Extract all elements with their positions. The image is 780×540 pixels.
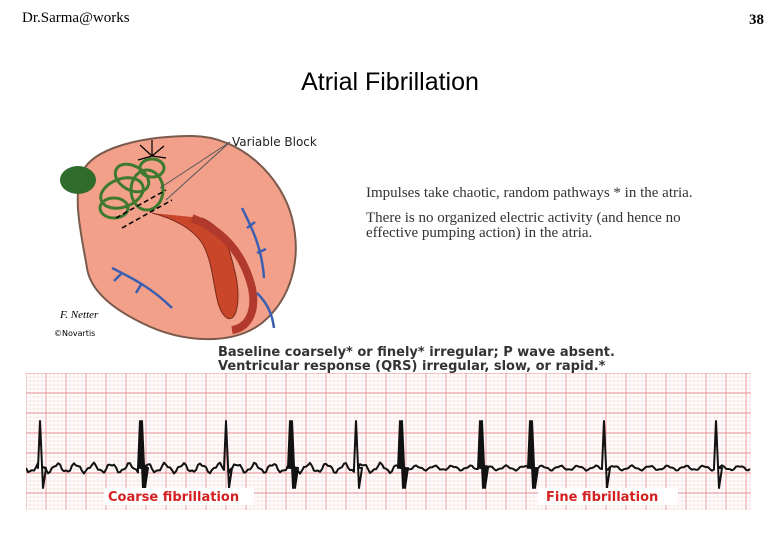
left-bundle xyxy=(190,214,258,334)
sa-node xyxy=(60,166,96,194)
leader-line xyxy=(159,141,231,189)
fine-fibrillation-label: Fine fibrillation xyxy=(546,490,658,505)
description-paragraph: Impulses take chaotic, random pathways *… xyxy=(366,185,693,201)
block-dash xyxy=(115,189,167,219)
ecg-notes: Baseline coarsely* or finely* irregular;… xyxy=(218,346,618,374)
artist-signature: F. Netter xyxy=(59,309,99,321)
copyright-label: ©Novartis xyxy=(54,329,95,338)
heart-conduction-illustration: Variable Block F. Netter ©Novartis xyxy=(54,134,317,341)
slide-title: Atrial Fibrillation xyxy=(301,68,479,96)
ecg-trace xyxy=(26,420,751,489)
purkinje-fibers xyxy=(111,207,276,329)
block-dash xyxy=(121,199,173,229)
chaotic-pathways xyxy=(98,157,166,220)
ecg-strip: Coarse fibrillation Fine fibrillation xyxy=(26,373,751,510)
label-background xyxy=(538,488,678,505)
variable-block-label: Variable Block xyxy=(232,135,317,149)
description-paragraph: There is no organized electric activity … xyxy=(366,210,681,241)
label-background xyxy=(104,488,254,505)
leader-line xyxy=(165,141,231,201)
author-label: Dr.Sarma@works xyxy=(22,10,130,26)
description-block: Impulses take chaotic, random pathways *… xyxy=(366,186,736,251)
coarse-fibrillation-label: Coarse fibrillation xyxy=(108,490,239,505)
ecg-note-baseline: Baseline coarsely* or finely* irregular;… xyxy=(218,345,615,360)
slide-number: 38 xyxy=(749,12,764,28)
ecg-note-ventricular: Ventricular response (QRS) irregular, sl… xyxy=(218,359,606,374)
impulse-burst xyxy=(137,140,167,161)
heart-outline xyxy=(76,134,297,341)
